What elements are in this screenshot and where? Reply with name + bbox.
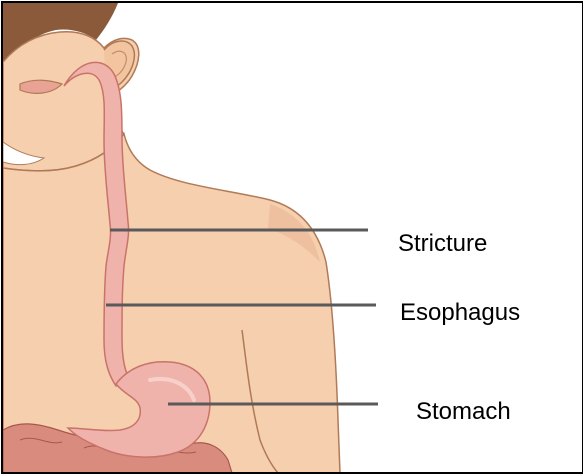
stricture-label: Stricture <box>398 230 487 257</box>
esophagus-label: Esophagus <box>400 299 520 326</box>
stomach-label: Stomach <box>416 398 511 425</box>
